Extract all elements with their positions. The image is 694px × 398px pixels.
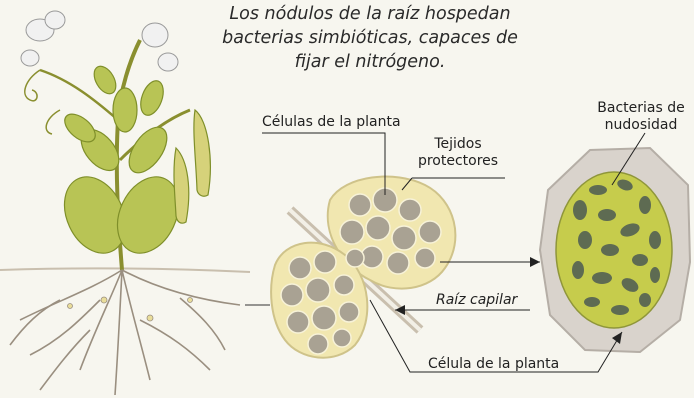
root-nodule xyxy=(68,304,73,309)
label-plant-cell: Célula de la planta xyxy=(428,356,559,373)
label-nodule-bacteria-line2: nudosidad xyxy=(588,117,694,134)
label-protective-tissue: Tejidos protectores xyxy=(408,136,508,170)
leaf xyxy=(136,78,167,119)
caption-line-3: fijar el nitrógeno. xyxy=(200,50,540,74)
tendril xyxy=(25,70,40,101)
caption-line-1: Los nódulos de la raíz hospedan xyxy=(200,2,540,26)
caption: Los nódulos de la raíz hospedan bacteria… xyxy=(200,2,540,74)
root-nodule-section xyxy=(271,177,455,358)
label-protective-tissue-line1: Tejidos xyxy=(408,136,508,153)
label-root-hair: Raíz capilar xyxy=(436,292,517,309)
pea-pod xyxy=(194,110,210,196)
root-nodule xyxy=(147,315,153,321)
flower xyxy=(21,50,39,66)
label-nodule-bacteria-line1: Bacterias de xyxy=(588,100,694,117)
label-nodule-bacteria: Bacterias de nudosidad xyxy=(588,100,694,134)
enlarged-cell xyxy=(540,148,690,352)
pea-pod xyxy=(174,148,189,223)
root-nodule xyxy=(188,298,193,303)
leaf xyxy=(113,88,137,132)
leaf xyxy=(90,63,121,98)
flower xyxy=(45,11,65,29)
caption-line-2: bacterias simbióticas, capaces de xyxy=(200,26,540,50)
flower xyxy=(158,53,178,71)
tendril xyxy=(46,110,60,134)
flower xyxy=(142,23,168,47)
roots xyxy=(10,270,240,395)
label-protective-tissue-line2: protectores xyxy=(408,153,508,170)
label-plant-cells: Células de la planta xyxy=(262,114,401,131)
root-nodule xyxy=(101,297,107,303)
